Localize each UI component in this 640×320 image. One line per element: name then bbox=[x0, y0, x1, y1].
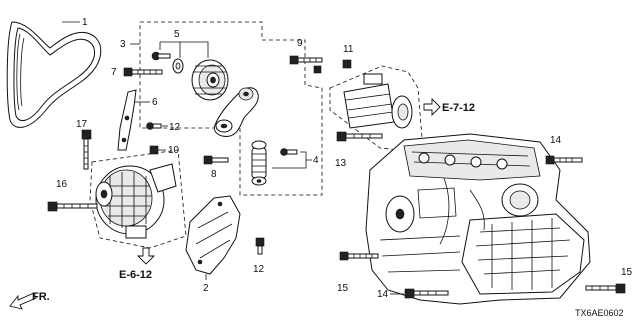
alternator-frame bbox=[89, 149, 187, 249]
callout-1: 1 bbox=[82, 17, 88, 28]
callout-5: 5 bbox=[174, 29, 180, 40]
callout-2: 2 bbox=[203, 283, 209, 294]
ref-arrow-down bbox=[136, 247, 156, 265]
callout-6: 6 bbox=[152, 97, 158, 108]
alternator-cover bbox=[185, 195, 241, 275]
drive-belt bbox=[6, 21, 102, 128]
reference-starter[interactable]: E-7-12 bbox=[442, 102, 475, 114]
callout-7: 7 bbox=[111, 67, 117, 78]
callout-11: 11 bbox=[343, 44, 354, 55]
engine-transmission-assembly bbox=[365, 133, 591, 305]
idler-pulley bbox=[191, 59, 229, 101]
bolt-13 bbox=[336, 131, 383, 142]
pulley-bolt bbox=[151, 51, 171, 61]
callout-12b: 12 bbox=[253, 264, 265, 275]
bolt-7 bbox=[123, 67, 163, 77]
callout-13: 13 bbox=[335, 158, 347, 169]
callout-16: 16 bbox=[56, 179, 68, 190]
diagram-code: TX6AE0602 bbox=[575, 308, 624, 318]
bolt-12-upper bbox=[146, 122, 162, 130]
damper-bolt bbox=[280, 148, 298, 156]
pulley-washer bbox=[172, 58, 184, 74]
alternator-bracket bbox=[117, 89, 137, 151]
reference-alternator[interactable]: E-6-12 bbox=[119, 269, 152, 281]
bolt-14-upper bbox=[545, 155, 583, 165]
front-label: FR. bbox=[32, 291, 50, 303]
callout-9: 9 bbox=[297, 38, 303, 49]
bolt-9 bbox=[289, 55, 323, 74]
callout-17: 17 bbox=[76, 119, 88, 130]
callout-3: 3 bbox=[120, 39, 126, 50]
callout-10: 10 bbox=[168, 145, 180, 156]
callout-15a: 15 bbox=[337, 283, 349, 294]
tensioner-assembly-frame bbox=[139, 21, 323, 196]
bolt-12-lower bbox=[255, 237, 265, 255]
front-direction-arrow bbox=[9, 292, 37, 310]
callout-15b: 15 bbox=[621, 267, 633, 278]
bolt-17 bbox=[81, 129, 92, 170]
callout-12a: 12 bbox=[169, 122, 181, 133]
bolt-8 bbox=[203, 155, 229, 165]
alternator bbox=[95, 163, 177, 239]
callout-8: 8 bbox=[211, 169, 217, 180]
tensioner-arm bbox=[213, 87, 259, 137]
bolt-14-lower bbox=[404, 288, 449, 299]
leader-5 bbox=[159, 41, 209, 58]
leader-4 bbox=[272, 151, 312, 169]
bolt-15-left bbox=[339, 251, 379, 261]
starter-frame bbox=[329, 65, 423, 151]
callout-14b: 14 bbox=[377, 289, 389, 300]
bolt-16 bbox=[47, 201, 98, 212]
tensioner-damper bbox=[251, 140, 267, 186]
callout-4: 4 bbox=[313, 155, 319, 166]
ref-arrow-right bbox=[423, 97, 441, 117]
bolt-15-right bbox=[585, 283, 626, 294]
nut-11 bbox=[342, 59, 352, 69]
callout-14a: 14 bbox=[550, 135, 562, 146]
starter-motor bbox=[343, 73, 413, 129]
